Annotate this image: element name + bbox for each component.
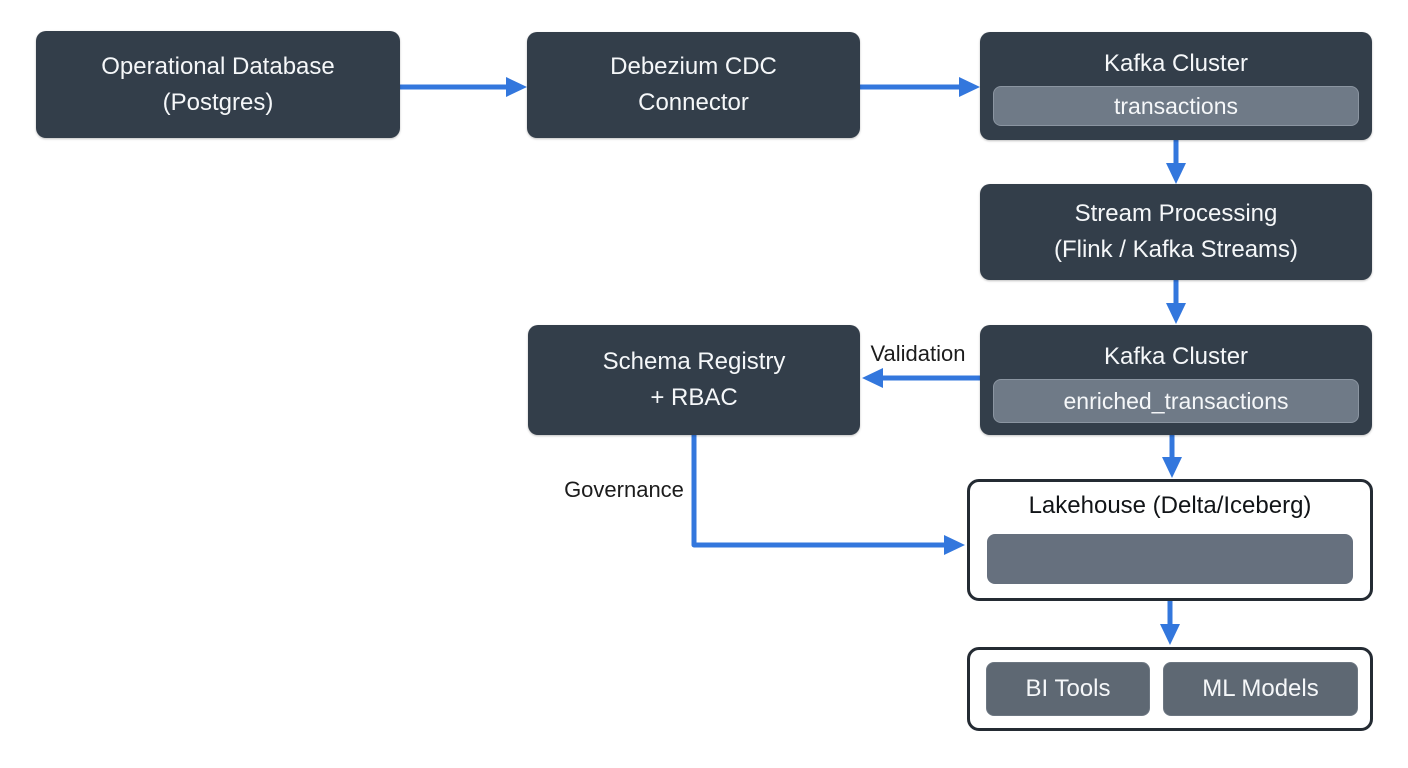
arrowhead-down-icon — [1166, 303, 1186, 324]
node-kafka-cluster-2: Kafka Cluster enriched_transactions — [980, 325, 1372, 435]
arrowhead-right-icon — [959, 77, 980, 97]
node-label: (Postgres) — [162, 88, 274, 116]
node-debezium-cdc-connector: Debezium CDC Connector — [527, 32, 860, 138]
lakehouse-storage-bar — [987, 534, 1353, 584]
node-title: Kafka Cluster — [1103, 343, 1249, 370]
arrowhead-down-icon — [1162, 457, 1182, 478]
node-label: Operational Database — [101, 52, 335, 80]
node-consumers-group: BI Tools ML Models — [967, 647, 1373, 731]
arrowhead-right-icon — [506, 77, 527, 97]
node-stream-processing: Stream Processing (Flink / Kafka Streams… — [980, 184, 1372, 280]
topic-badge-transactions: transactions — [993, 86, 1359, 126]
node-operational-database: Operational Database (Postgres) — [36, 31, 400, 138]
node-title: Kafka Cluster — [1103, 50, 1249, 77]
node-bi-tools: BI Tools — [986, 662, 1150, 716]
topic-badge-enriched-transactions: enriched_transactions — [993, 379, 1359, 423]
node-kafka-cluster-1: Kafka Cluster transactions — [980, 32, 1372, 140]
node-label: + RBAC — [650, 384, 738, 411]
edge-label-validation: Validation — [870, 341, 966, 366]
arrowhead-right-icon — [944, 535, 965, 555]
node-lakehouse: Lakehouse (Delta/Iceberg) — [967, 479, 1373, 601]
node-title: Lakehouse (Delta/Iceberg) — [1028, 492, 1312, 519]
edge-schema-to-lakehouse — [691, 435, 946, 548]
node-ml-models: ML Models — [1163, 662, 1358, 716]
consumers-row: BI Tools ML Models — [986, 662, 1360, 716]
node-label: Stream Processing — [1074, 200, 1278, 227]
arrowhead-down-icon — [1160, 624, 1180, 645]
arrowhead-down-icon — [1166, 163, 1186, 184]
node-label: Connector — [638, 89, 749, 116]
node-label: (Flink / Kafka Streams) — [1053, 236, 1299, 263]
node-label: Debezium CDC — [610, 53, 777, 80]
edge-label-governance: Governance — [564, 477, 684, 502]
arrowhead-left-icon — [862, 368, 883, 388]
node-schema-registry-rbac: Schema Registry + RBAC — [528, 325, 860, 435]
node-label: Schema Registry — [602, 348, 786, 375]
